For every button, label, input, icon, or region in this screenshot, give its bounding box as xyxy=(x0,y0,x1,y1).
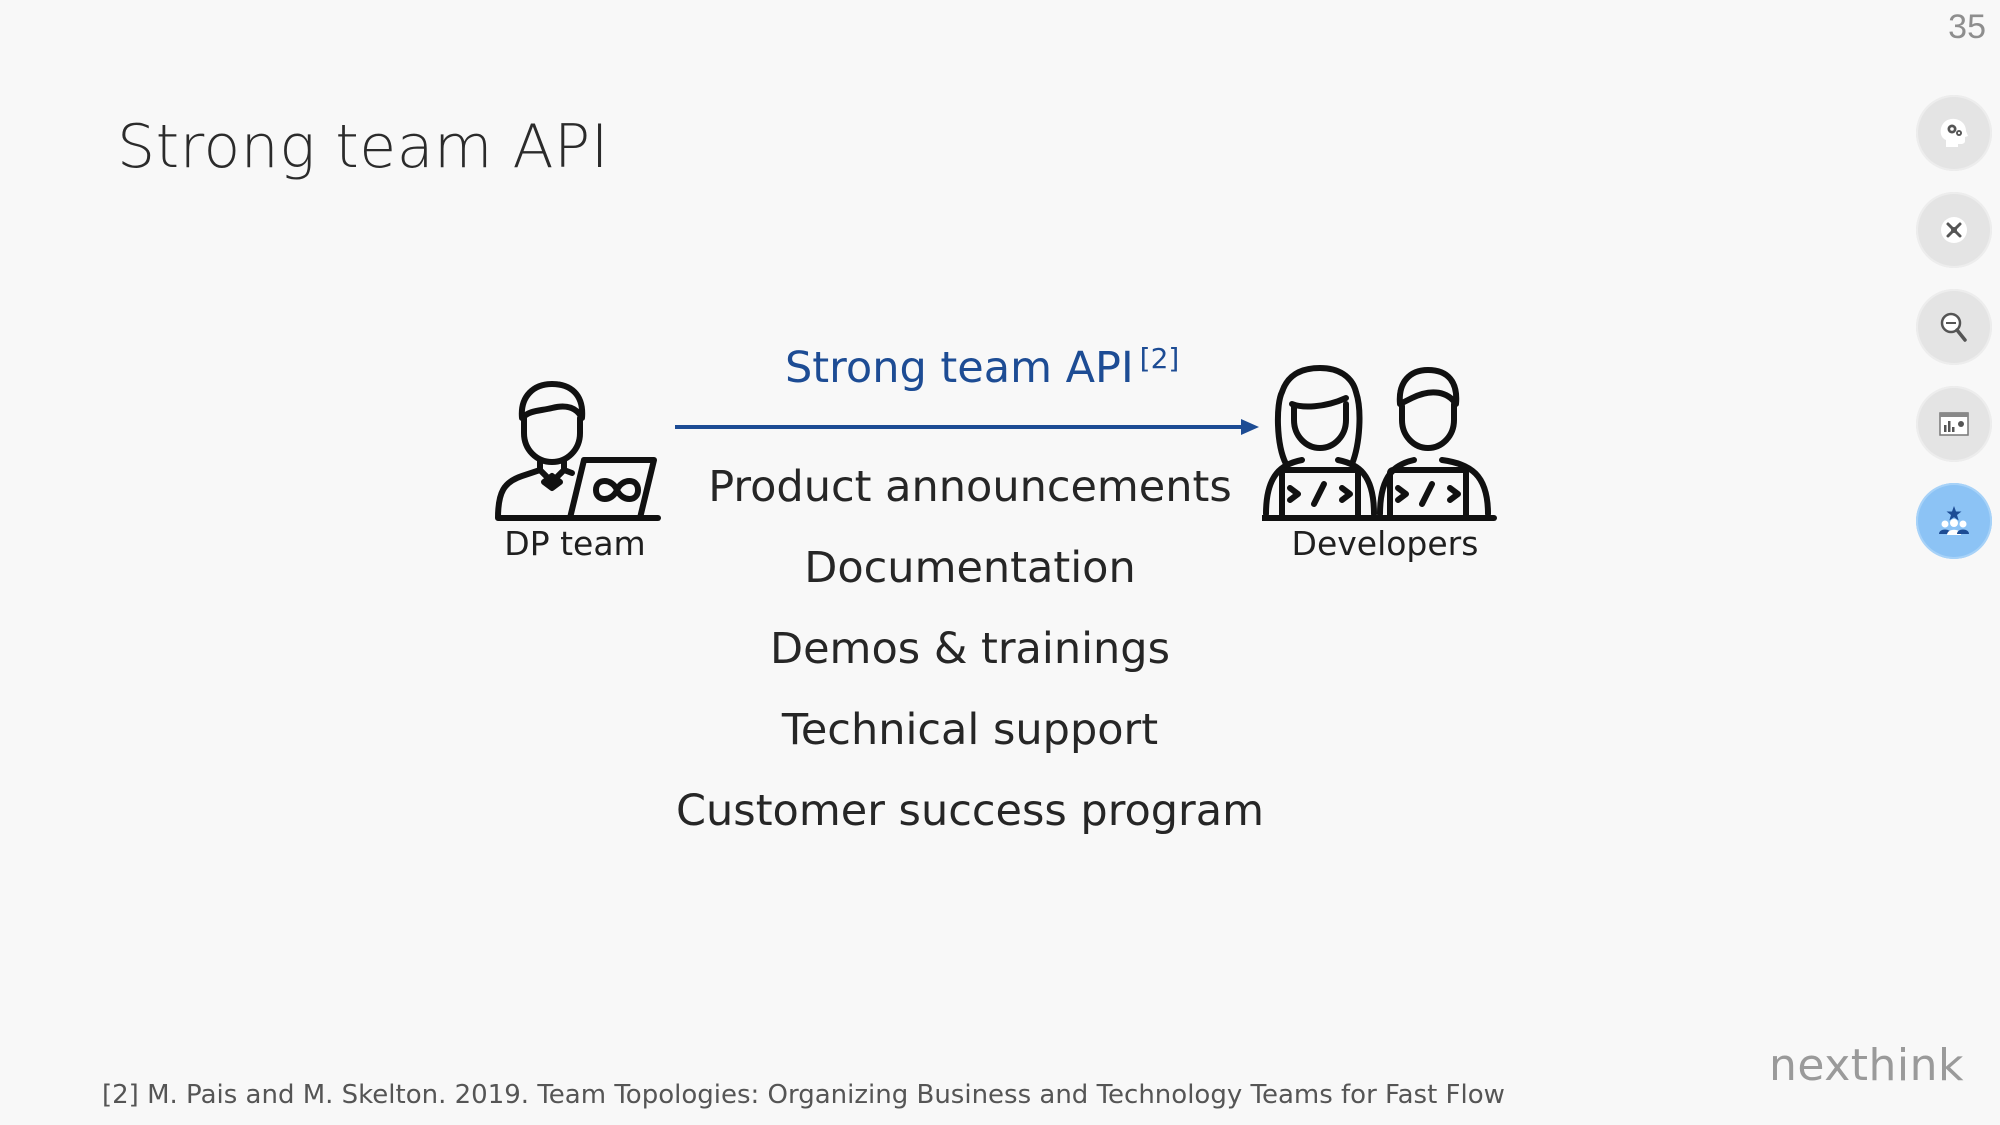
api-heading-reference: [2] xyxy=(1139,342,1180,375)
nav-button-search[interactable] xyxy=(1916,289,1992,365)
developers-figure xyxy=(1259,364,1502,528)
api-items-list: Product announcements Documentation Demo… xyxy=(650,455,1290,860)
flow-arrow xyxy=(675,419,1259,435)
nav-button-head-gears[interactable] xyxy=(1916,95,1992,171)
footnote-citation: [2] M. Pais and M. Skelton. 2019. Team T… xyxy=(102,1080,1505,1110)
brand-logo: nexthink xyxy=(1769,1040,1964,1091)
api-item: Customer success program xyxy=(676,786,1264,836)
developer-with-laptop-icon xyxy=(495,381,661,521)
dp-team-label: DP team xyxy=(504,524,646,563)
api-heading-text: Strong team API xyxy=(785,343,1134,393)
dp-team-figure xyxy=(492,378,662,527)
developers-label: Developers xyxy=(1291,524,1479,563)
dashboard-icon xyxy=(1939,412,1969,436)
nav-button-tools[interactable] xyxy=(1916,192,1992,268)
magnifier-icon xyxy=(1940,312,1967,342)
api-item: Documentation xyxy=(804,543,1136,593)
tools-gear-icon xyxy=(1941,217,1967,243)
two-developers-coding-icon xyxy=(1259,365,1497,521)
slide-title: Strong team API xyxy=(117,112,609,182)
slide-number: 35 xyxy=(1948,8,1986,46)
section-nav-rail xyxy=(1916,95,1994,580)
nav-button-dashboard[interactable] xyxy=(1916,386,1992,462)
api-item: Technical support xyxy=(781,705,1159,755)
api-item: Product announcements xyxy=(708,462,1232,512)
head-gears-icon xyxy=(1940,118,1968,147)
api-item: Demos & trainings xyxy=(769,624,1171,674)
team-star-icon xyxy=(1939,506,1969,535)
nav-button-team-active[interactable] xyxy=(1916,483,1992,559)
api-heading: Strong team API[2] xyxy=(785,342,1179,393)
